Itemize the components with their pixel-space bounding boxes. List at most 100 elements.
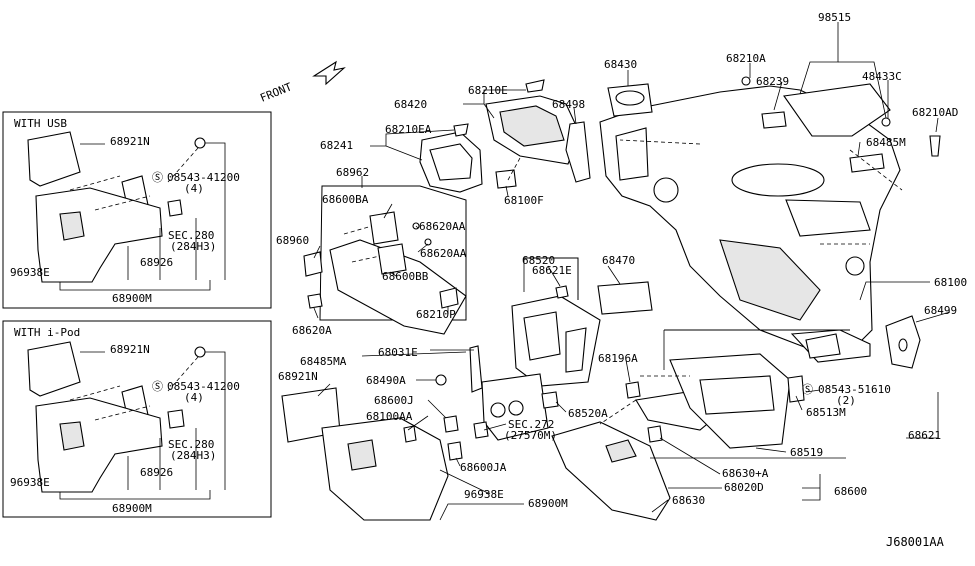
label-48433C: 48433C [862, 70, 902, 83]
label-68921N: 68921N [278, 370, 318, 383]
label-68239: 68239 [756, 75, 789, 88]
label-08543-51610: 08543-51610 [818, 383, 891, 396]
label-68620AA-1: 68620AA [419, 220, 466, 233]
symbol-s-51610: Ⓢ [802, 383, 813, 396]
clip-68210P [439, 287, 459, 309]
label-68485MA: 68485MA [300, 355, 347, 368]
label-sec272: SEC.272 [508, 418, 554, 431]
switch-68600BA [369, 211, 399, 245]
label-68520: 68520 [522, 254, 555, 267]
switch-module-68470 [597, 281, 653, 315]
knee-panel-68900M [321, 417, 449, 521]
screw-68100F [495, 169, 517, 189]
label-98515: 98515 [818, 11, 851, 24]
label-68210A: 68210A [726, 52, 766, 65]
label-68490A: 68490A [366, 374, 406, 387]
connector-sec272 [473, 421, 489, 439]
label-68498: 68498 [552, 98, 585, 111]
label-68630: 68630 [672, 494, 705, 507]
screw-68210A [741, 76, 751, 86]
dashboard-body [599, 85, 901, 353]
dashboard-glove-opening [785, 199, 871, 237]
ipod-connector [167, 409, 185, 429]
usb-lower-trim [35, 187, 163, 283]
bracket-lower [805, 333, 841, 359]
clip-68100AA [403, 425, 417, 443]
screw-68620A [307, 293, 323, 309]
clip-68520A [541, 391, 559, 409]
usb-screw-icon [194, 137, 206, 149]
inset-with-usb: WITH USB Ⓢ 68921N 08543-41200 (4) SEC.28… [2, 111, 272, 309]
bracket-68239 [761, 111, 787, 129]
label-68031E: 68031E [378, 346, 418, 359]
clip-68210E [525, 79, 545, 93]
label-68620AA-2: 68620AA [420, 247, 467, 260]
label-68519: 68519 [790, 446, 823, 459]
label-68600J: 68600J [374, 394, 414, 407]
label-68210P: 68210P [416, 308, 456, 321]
screw-68620AA-2 [424, 238, 432, 246]
label-68196A: 68196A [598, 352, 638, 365]
label-68100: 68100 [934, 276, 967, 289]
glovebox-group [551, 329, 850, 521]
ipod-label-68926: 68926 [140, 466, 173, 479]
label-68960: 68960 [276, 234, 309, 247]
bracket-68498 [565, 121, 591, 183]
inset-frame [2, 111, 272, 309]
usb-connector [167, 199, 183, 217]
ipod-cover-panel [27, 341, 81, 397]
label-68420: 68420 [394, 98, 427, 111]
ipod-screw-icon [194, 346, 206, 358]
label-68210AD: 68210AD [912, 106, 958, 119]
usb-label-qty4: (4) [184, 182, 204, 195]
ipod-label-68921N: 68921N [110, 343, 150, 356]
label-68241: 68241 [320, 139, 353, 152]
usb-label-284h3: (284H3) [170, 240, 216, 253]
label-68520A: 68520A [568, 407, 608, 420]
center-trim-68962 [329, 239, 467, 335]
usb-label-68900M: 68900M [112, 292, 152, 305]
label-68900M: 68900M [528, 497, 568, 510]
part-labels: 68430 68210A 98515 68239 48433C 68420 68… [276, 11, 967, 549]
inset-title: WITH USB [14, 117, 67, 130]
leader-lines [313, 22, 951, 521]
inset-frame [2, 320, 272, 518]
clip-68621E [555, 285, 569, 299]
label-27570M: (27570M) [504, 429, 557, 442]
usb-label-96938E: 96938E [10, 266, 50, 279]
label-68210EA: 68210EA [385, 123, 432, 136]
label-68621E: 68621E [532, 264, 572, 277]
ipod-label-96938E: 96938E [10, 476, 50, 489]
front-label: FRONT [258, 80, 294, 105]
label-96938E: 96938E [464, 488, 504, 501]
usb-label-sec280: SEC.280 [168, 229, 214, 242]
audio-bezel-group [435, 257, 653, 441]
diagram-reference: J68001AA [886, 535, 945, 549]
clip-68490A [435, 374, 447, 386]
label-68630A: 68630+A [722, 467, 769, 480]
usb-label-68921N: 68921N [110, 135, 150, 148]
cup-holder-recess [615, 127, 649, 181]
label-68600BB: 68600BB [382, 270, 429, 283]
instrument-panel-assembly [599, 76, 941, 369]
usb-label-08543: 08543-41200 [167, 171, 240, 184]
inset-with-ipod: WITH i-Pod Ⓢ 68921N 08543-41200 (4) SEC.… [2, 320, 272, 518]
front-arrow-icon [312, 60, 346, 86]
clip-68196A [625, 381, 641, 399]
label-qty2: (2) [836, 394, 856, 407]
screw-68513M [787, 375, 805, 403]
latch-68020D [647, 425, 663, 443]
ipod-label-sec280: SEC.280 [168, 438, 214, 451]
label-68485M: 68485M [866, 136, 906, 149]
cluster-hood-group [485, 79, 591, 189]
screw-48433C [881, 117, 891, 127]
label-68100AA: 68100AA [366, 410, 413, 423]
label-68210E: 68210E [468, 84, 508, 97]
bracket-68960 [303, 251, 323, 277]
lower-knee-panel [281, 387, 463, 521]
label-68430: 68430 [604, 58, 637, 71]
label-68600JA: 68600JA [460, 461, 507, 474]
center-cluster-box [303, 185, 467, 335]
bracket-68031E [469, 345, 483, 393]
